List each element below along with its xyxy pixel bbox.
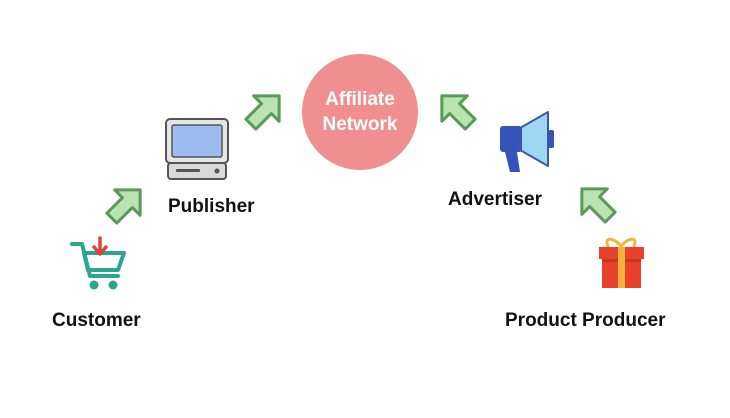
customer-label: Customer [52, 310, 141, 331]
publisher-label: Publisher [168, 196, 255, 217]
affiliate-network-hub: Affiliate Network [302, 54, 418, 170]
hub-label-line2: Network [322, 114, 398, 135]
advertiser-label: Advertiser [448, 189, 542, 210]
product-producer-label: Product Producer [505, 310, 666, 331]
hub-label-line1: Affiliate [325, 89, 395, 110]
